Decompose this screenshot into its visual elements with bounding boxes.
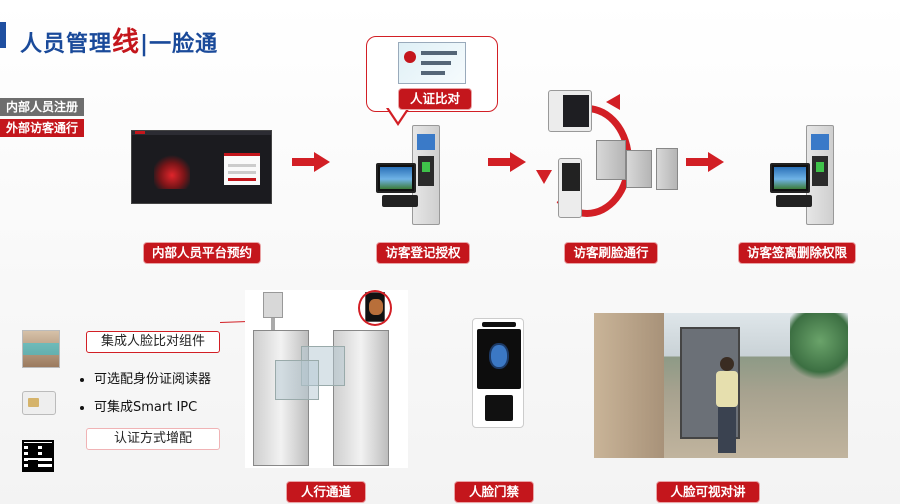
page-title: 人员管理线|一脸通 xyxy=(20,20,218,59)
face-terminal-side xyxy=(558,158,582,218)
title-suffix: 一脸通 xyxy=(149,32,219,57)
card-reader-icon xyxy=(263,292,283,318)
product-label-video-intercom: 人脸可视对讲 xyxy=(656,481,760,503)
turnstile-gate xyxy=(596,140,626,180)
flow-arrow-3 xyxy=(686,152,726,172)
tag-internal-registration: 内部人员注册 xyxy=(0,98,85,116)
face-access-terminal-product xyxy=(472,318,524,428)
cycle-arrow-icon xyxy=(536,170,552,184)
turnstile-gate xyxy=(656,148,678,190)
checkout-kiosk xyxy=(770,125,834,231)
platform-cube-graphic xyxy=(154,155,190,189)
feature-bullet-id-reader: 可选配身份证阅读器 xyxy=(80,368,211,387)
id-compare-label: 人证比对 xyxy=(398,88,472,110)
video-intercom-photo xyxy=(594,313,848,458)
person-graphic xyxy=(712,357,742,453)
login-form-graphic xyxy=(224,153,260,185)
registration-kiosk xyxy=(376,125,440,231)
turnstile-gate xyxy=(626,150,652,188)
highlight-ring xyxy=(358,290,392,326)
id-card-icon xyxy=(398,42,466,84)
ic-card-icon xyxy=(22,391,56,415)
title-highlight: 线 xyxy=(112,27,141,58)
cycle-arrow-icon xyxy=(606,94,620,110)
face-scan-icon xyxy=(22,330,60,368)
product-label-face-access: 人脸门禁 xyxy=(454,481,534,503)
feature-bullet-smart-ipc: 可集成Smart IPC xyxy=(80,396,197,415)
title-separator: | xyxy=(140,32,150,57)
auth-method-box: 认证方式增配 xyxy=(86,428,220,450)
title-prefix: 人员管理 xyxy=(20,32,113,57)
step-label-checkout: 访客签离删除权限 xyxy=(738,242,856,264)
fingerprint-pad-icon xyxy=(485,395,513,421)
title-accent-bar xyxy=(0,22,6,48)
platform-screenshot xyxy=(131,130,272,204)
flow-arrow-2 xyxy=(488,152,528,172)
tag-visitor-access: 外部访客通行 xyxy=(0,119,85,137)
hikvision-logo-icon xyxy=(135,131,145,134)
step-label-visitor-register: 访客登记授权 xyxy=(376,242,470,264)
face-terminal-top xyxy=(548,90,592,132)
face-compare-component-box: 集成人脸比对组件 xyxy=(86,331,220,353)
step-label-reservation: 内部人员平台预约 xyxy=(143,242,261,264)
speed-gate-product xyxy=(245,290,408,468)
flow-arrow-1 xyxy=(292,152,332,172)
step-label-face-pass: 访客刷脸通行 xyxy=(564,242,658,264)
qr-code-icon xyxy=(22,440,54,472)
product-label-speed-gate: 人行通道 xyxy=(286,481,366,503)
